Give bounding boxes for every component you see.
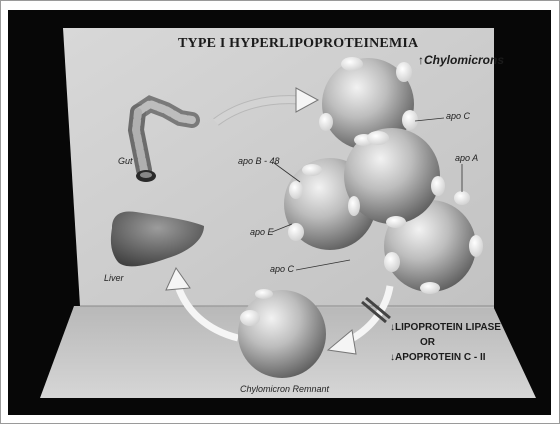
chylomicrons-increased-label: ↑Chylomicrons [418, 53, 504, 67]
deficiency-line-2: OR [390, 335, 501, 350]
apo-c-left-label: apo C [270, 264, 294, 274]
apo-a-label: apo A [455, 153, 478, 163]
apo-b48-label: apo B - 48 [238, 156, 280, 166]
enzyme-deficiency-text: ↓LIPOPROTEIN LIPASE OR ↓APOPROTEIN C - I… [390, 320, 501, 365]
gut-label: Gut [118, 156, 133, 166]
apo-c-right-label: apo C [446, 111, 470, 121]
deficiency-line-3: ↓APOPROTEIN C - II [390, 350, 501, 365]
diagram-title: TYPE I HYPERLIPOPROTEINEMIA [178, 36, 418, 52]
deficiency-line-1: ↓LIPOPROTEIN LIPASE [390, 320, 501, 335]
remnant-label: Chylomicron Remnant [240, 384, 329, 394]
liver-label: Liver [104, 273, 124, 283]
chylomicrons-text: Chylomicrons [424, 53, 504, 67]
apo-e-label: apo E [250, 227, 274, 237]
